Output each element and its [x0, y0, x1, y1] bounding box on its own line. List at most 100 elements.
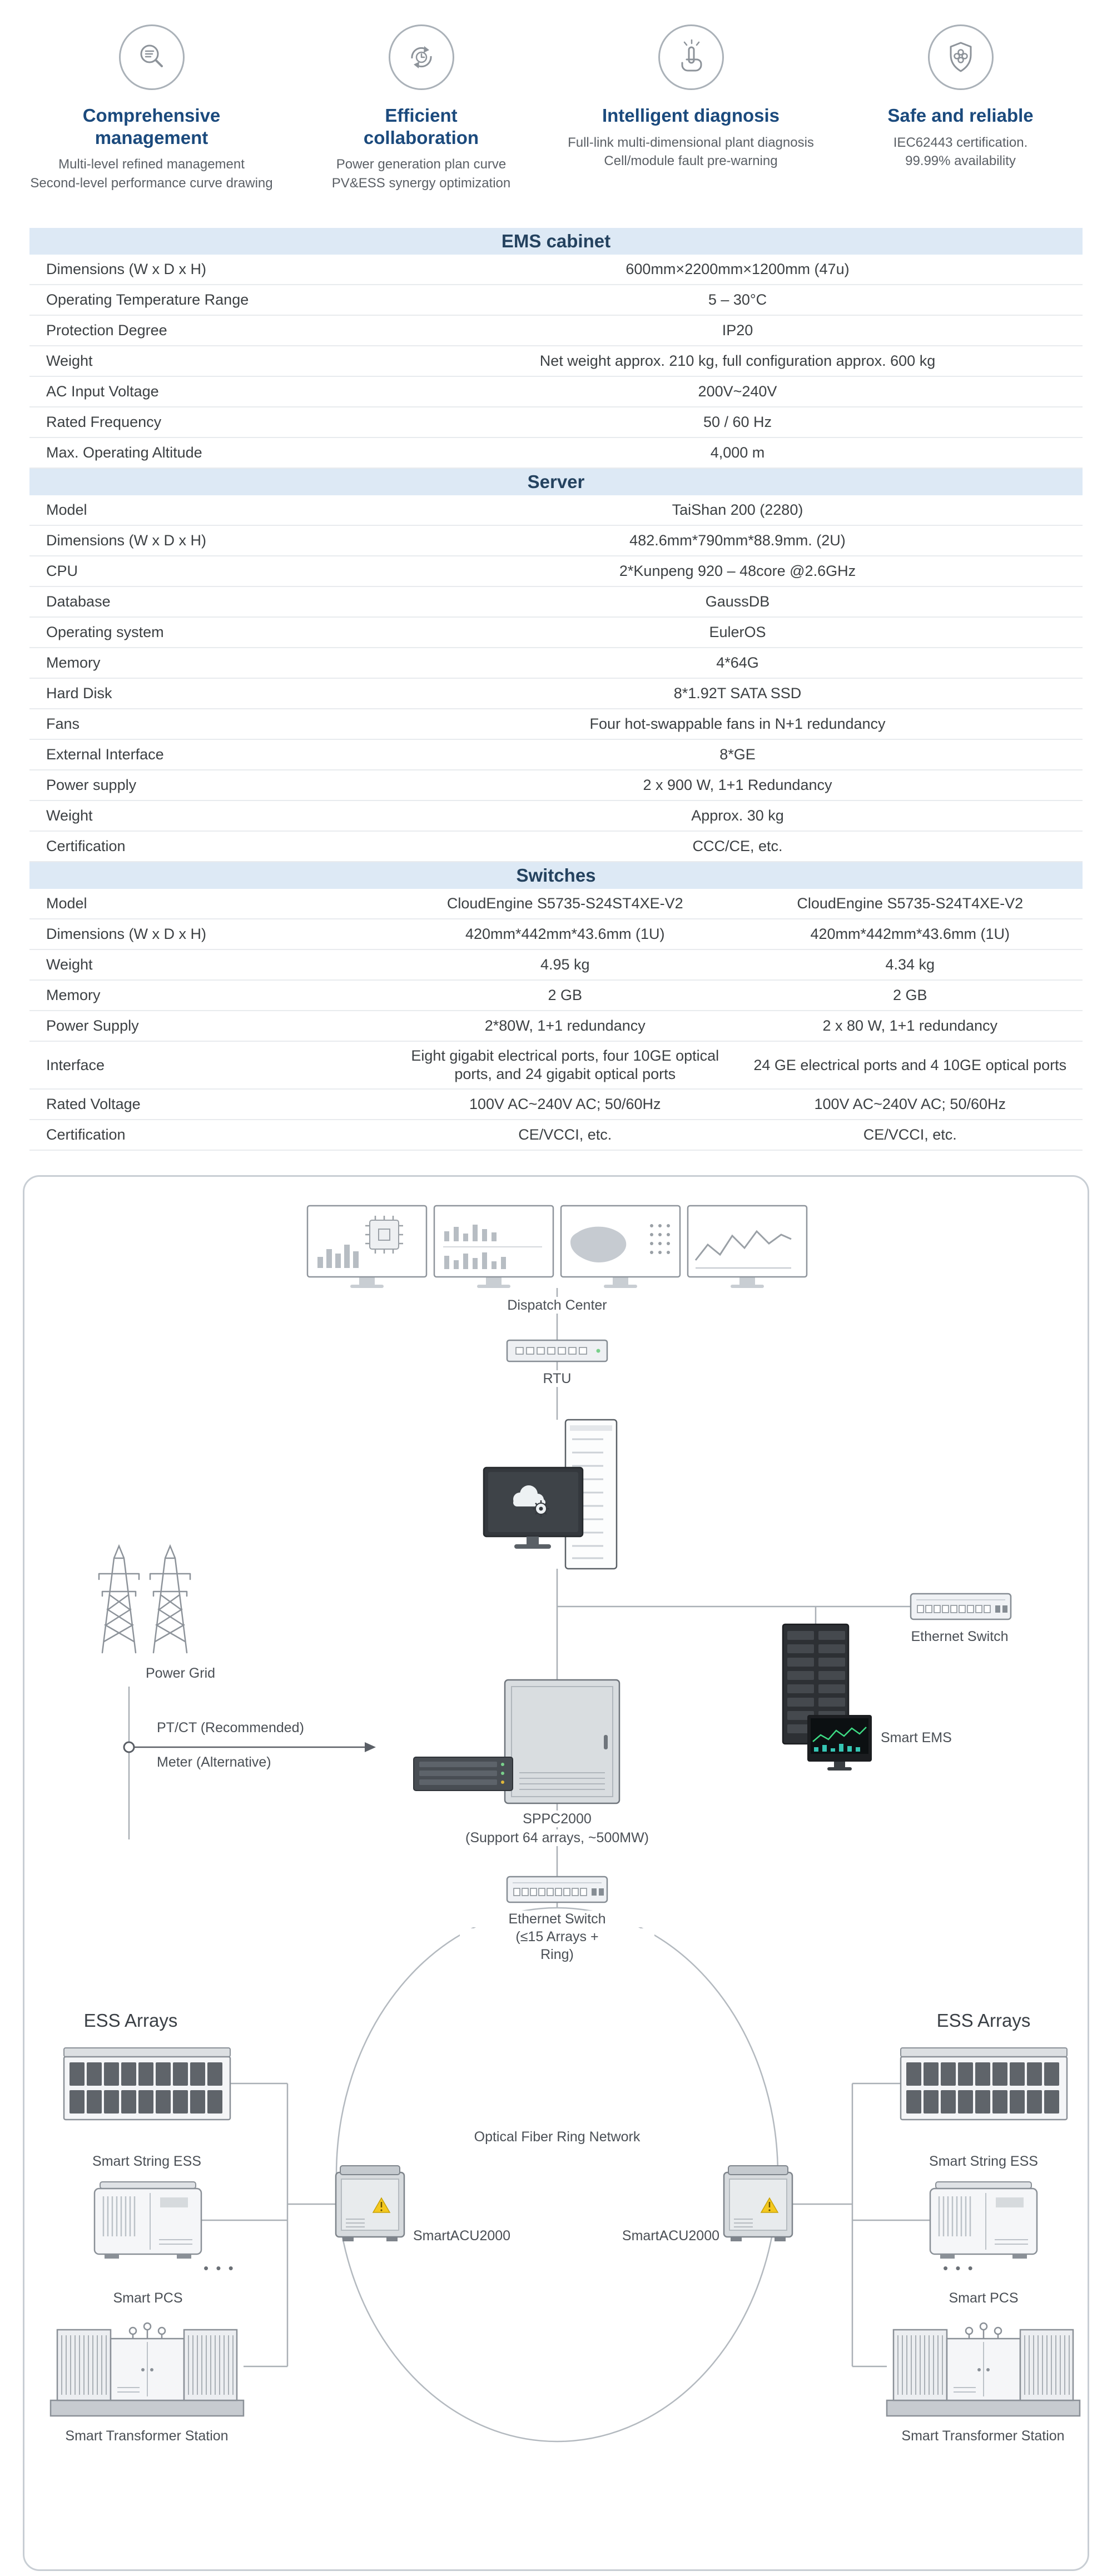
feature-safe-reliable: Safe and reliable IEC62443 certification… [826, 24, 1095, 192]
spec-name: Certification [46, 1126, 126, 1143]
spec-name: Weight [46, 352, 93, 370]
table-row: Certification CCC/CE, etc. [29, 832, 1083, 863]
spec-value: Net weight approx. 210 kg, full configur… [539, 352, 936, 369]
rtu-label: RTU [502, 1370, 613, 1388]
feature-subtitle: Second-level performance curve drawing [30, 175, 273, 191]
spec-name: AC Input Voltage [46, 383, 159, 400]
sync-arrows-icon [388, 24, 454, 90]
table-section-server: Server [29, 469, 1083, 496]
dispatch-center-monitors [306, 1205, 808, 1289]
smart-pcs-left-label: Smart PCS [113, 2290, 183, 2306]
magnifier-icon [118, 24, 185, 90]
spec-value: CE/VCCI, etc. [863, 1126, 957, 1143]
spec-value: Eight gigabit electrical ports, four 10G… [411, 1047, 719, 1083]
spec-name: Interface [46, 1056, 105, 1073]
ethernet-switch-ring [506, 1876, 608, 1903]
spec-value: 420mm*442mm*43.6mm (1U) [810, 926, 1010, 942]
spec-value: CCC/CE, etc. [692, 838, 783, 854]
screen1-bars [317, 1245, 359, 1269]
ethernet-switch-top-label: Ethernet Switch [911, 1629, 1009, 1645]
rtu-device [506, 1340, 608, 1362]
gear-icon [533, 1500, 549, 1518]
spec-value: TaiShan 200 (2280) [672, 501, 803, 518]
table-row: Dimensions (W x D x H) 600mm×2200mm×1200m… [29, 255, 1083, 286]
spec-name: Database [46, 593, 111, 610]
spec-name: Certification [46, 838, 126, 855]
spec-value: 100V AC~240V AC; 50/60Hz [469, 1096, 661, 1112]
smart-transformer-right-label: Smart Transformer Station [901, 2428, 1065, 2444]
sppc2000-controller [413, 1757, 513, 1792]
spec-name: Dimensions (W x D x H) [46, 261, 207, 278]
spec-value: 50 / 60 Hz [703, 414, 772, 430]
ring-switch-label-1: Ethernet Switch [460, 1911, 654, 1928]
spec-name: Power Supply [46, 1017, 139, 1035]
feature-subtitle: 99.99% availability [905, 153, 1016, 169]
diagram-art [49, 1205, 1081, 2443]
spec-value: 600mm×2200mm×1200mm (47u) [626, 261, 850, 277]
spec-value: CloudEngine S5735-S24ST4XE-V2 [446, 895, 683, 912]
table-row: Database GaussDB [29, 587, 1083, 618]
spec-name: External Interface [46, 746, 164, 763]
spec-value: 8*1.92T SATA SSD [673, 685, 802, 702]
spec-name: Rated Voltage [46, 1096, 141, 1113]
spec-value: 482.6mm*790mm*88.9mm. (2U) [629, 532, 846, 549]
spec-name: Dimensions (W x D x H) [46, 926, 207, 943]
smartacu2000-right [723, 2165, 793, 2242]
spec-value: CloudEngine S5735-S24T4XE-V2 [797, 895, 1024, 912]
spec-name: Memory [46, 987, 101, 1004]
shield-icon [927, 24, 994, 90]
spec-value: 2*Kunpeng 920 – 48core @2.6GHz [619, 563, 856, 579]
spec-name: Fans [46, 715, 80, 733]
spec-value: 4,000 m [710, 444, 765, 461]
spec-name: Rated Frequency [46, 414, 162, 431]
more-units-dots-right: • • • [943, 2260, 975, 2277]
feature-comprehensive-management: Comprehensive management Multi-level ref… [17, 24, 286, 192]
spec-name: Model [46, 501, 87, 519]
screen3-map [570, 1226, 627, 1263]
sppc2000-label: SPPC2000 [418, 1811, 696, 1828]
spec-name: Power supply [46, 777, 137, 794]
power-grid-towers [98, 1545, 191, 1654]
smartacu2000-left [335, 2165, 405, 2242]
smart-pcs-right-label: Smart PCS [949, 2290, 1019, 2306]
optical-ring-label: Optical Fiber Ring Network [474, 2129, 641, 2145]
smart-pcs-left [93, 2181, 202, 2260]
spec-name: Protection Degree [46, 322, 167, 339]
spec-value: 4*64G [716, 654, 759, 671]
screen1-chip [365, 1216, 403, 1254]
feature-intelligent-diagnosis: Intelligent diagnosis Full-link multi-di… [556, 24, 826, 192]
table-row: Weight Net weight approx. 210 kg, full co… [29, 346, 1083, 377]
feature-title: Comprehensive management [82, 105, 221, 148]
spec-value: GaussDB [705, 593, 770, 610]
table-row: Model TaiShan 200 (2280) [29, 495, 1083, 526]
table-section-ems: EMS cabinet [29, 228, 1083, 255]
smart-string-ess-left-label: Smart String ESS [92, 2154, 201, 2170]
dispatch-center-label: Dispatch Center [446, 1297, 668, 1314]
feature-subtitle: PV&ESS synergy optimization [331, 175, 511, 191]
spec-tables: EMS cabinet Dimensions (W x D x H) 600mm×… [29, 228, 1083, 1151]
spec-name: Operating Temperature Range [46, 291, 249, 309]
ptct-label: PT/CT (Recommended) [157, 1720, 304, 1736]
ess-arrays-left-heading: ESS Arrays [83, 2010, 178, 2031]
ess-arrays-right-heading: ESS Arrays [936, 2010, 1031, 2031]
meter-arrow-head [365, 1742, 376, 1753]
table-row: Dimensions (W x D x H) 420mm*442mm*43.6mm… [29, 919, 1083, 951]
smart-transformer-station-right [886, 2323, 1081, 2417]
spec-value: IP20 [722, 322, 753, 339]
spec-value: EulerOS [709, 624, 766, 640]
sppc2000-cabinet [504, 1679, 620, 1804]
spec-value: Approx. 30 kg [691, 807, 784, 824]
spec-value: 2 GB [548, 987, 583, 1003]
screen4-trend [694, 1230, 792, 1261]
ethernet-switch-top [910, 1593, 1012, 1620]
